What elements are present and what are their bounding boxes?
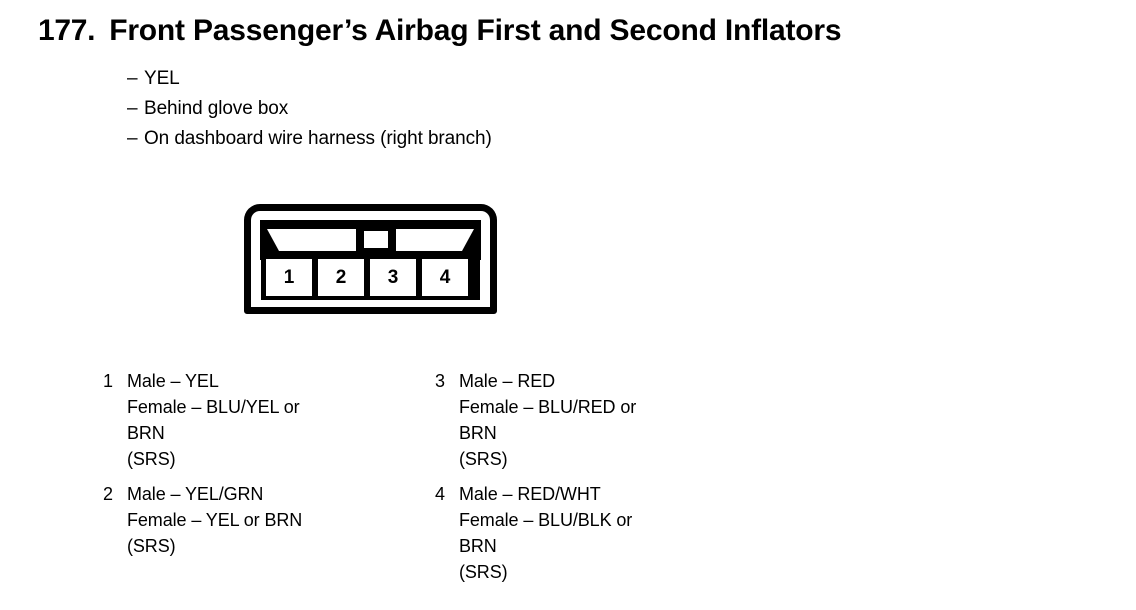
pin-line: Female – YEL or BRN (127, 510, 303, 530)
pin-line: (SRS) (459, 562, 508, 582)
connector-cavity-1: 1 (266, 259, 312, 296)
note-item: –On dashboard wire harness (right branch… (127, 124, 492, 154)
center-keyway-icon (364, 231, 388, 248)
pin-description: Male – YEL Female – BLU/YEL or BRN (SRS) (127, 368, 300, 472)
connector-latch-band (260, 220, 481, 260)
pin-line: (SRS) (127, 536, 176, 556)
connector-notes-list: –YEL –Behind glove box –On dashboard wir… (127, 64, 492, 154)
pin-line: Male – YEL (127, 371, 219, 391)
connector-cavity-2: 2 (318, 259, 364, 296)
note-item: –Behind glove box (127, 94, 492, 124)
connector-diagram: 1 2 3 4 (244, 204, 497, 314)
pin-line: (SRS) (127, 449, 176, 469)
pin-line: BRN (459, 423, 497, 443)
connector-cavity-row: 1 2 3 4 (261, 255, 480, 300)
pin-description: Male – RED Female – BLU/RED or BRN (SRS) (459, 368, 636, 472)
pin-line: BRN (127, 423, 165, 443)
pin-number: 1 (103, 371, 114, 391)
pin-line: BRN (459, 536, 497, 556)
page-title-number: 177. (38, 14, 96, 47)
pin-entry: 4 Male – RED/WHT Female – BLU/BLK or BRN… (435, 481, 636, 585)
left-latch-tab-icon (267, 229, 356, 251)
pin-entry: 1 Male – YEL Female – BLU/YEL or BRN (SR… (103, 368, 302, 472)
pin-line: (SRS) (459, 449, 508, 469)
latch-band-shapes (260, 220, 481, 260)
pin-entry: 2 Male – YEL/GRN Female – YEL or BRN (SR… (103, 481, 302, 559)
pin-entry: 3 Male – RED Female – BLU/RED or BRN (SR… (435, 368, 636, 472)
pin-line: Male – RED/WHT (459, 484, 601, 504)
pin-description: Male – RED/WHT Female – BLU/BLK or BRN (… (459, 481, 632, 585)
pin-line: Female – BLU/BLK or (459, 510, 633, 530)
note-item-label: On dashboard wire harness (right branch) (144, 128, 492, 149)
note-item-label: Behind glove box (144, 98, 289, 119)
pin-line: Female – BLU/YEL or (127, 397, 300, 417)
page-title-text: Front Passenger’s Airbag First and Secon… (109, 14, 842, 47)
pin-description: Male – YEL/GRN Female – YEL or BRN (SRS) (127, 481, 302, 559)
pin-line: Male – RED (459, 371, 556, 391)
note-item-label: YEL (144, 68, 180, 89)
pin-line: Male – YEL/GRN (127, 484, 264, 504)
pin-legend-right-column: 3 Male – RED Female – BLU/RED or BRN (SR… (435, 368, 636, 594)
dash-icon: – (127, 98, 138, 119)
connector-cavity-3: 3 (370, 259, 416, 296)
right-latch-tab-icon (396, 229, 474, 251)
pin-line: Female – BLU/RED or (459, 397, 637, 417)
pin-number: 3 (435, 371, 446, 391)
pin-legend-left-column: 1 Male – YEL Female – BLU/YEL or BRN (SR… (103, 368, 302, 568)
connector-cavity-4: 4 (422, 259, 468, 296)
note-item: –YEL (127, 64, 492, 94)
pin-number: 2 (103, 484, 114, 504)
page-title: 177. Front Passenger’s Airbag First and … (38, 14, 842, 48)
dash-icon: – (127, 68, 138, 89)
pin-number: 4 (435, 484, 446, 504)
dash-icon: – (127, 128, 138, 149)
